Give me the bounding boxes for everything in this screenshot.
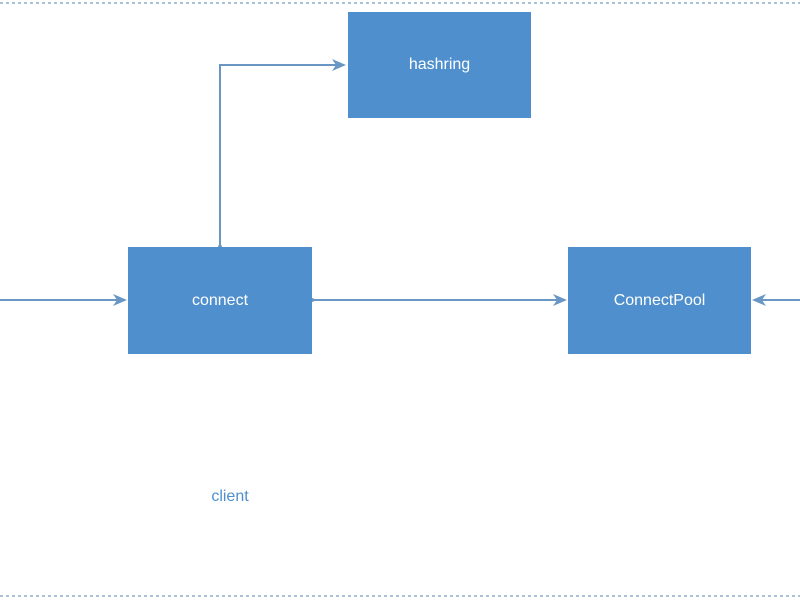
- client-group-label: client: [211, 488, 249, 505]
- hashring-label: hashring: [408, 56, 471, 73]
- arrow-connect-hashring: [214, 59, 346, 256]
- connect-pool-node: ConnectPool: [568, 247, 751, 354]
- connect-label: connect: [191, 291, 249, 309]
- hashring-node: hashring: [348, 12, 531, 118]
- connect-pool-label: ConnectPool: [613, 291, 706, 309]
- connect-node: connect: [128, 247, 312, 354]
